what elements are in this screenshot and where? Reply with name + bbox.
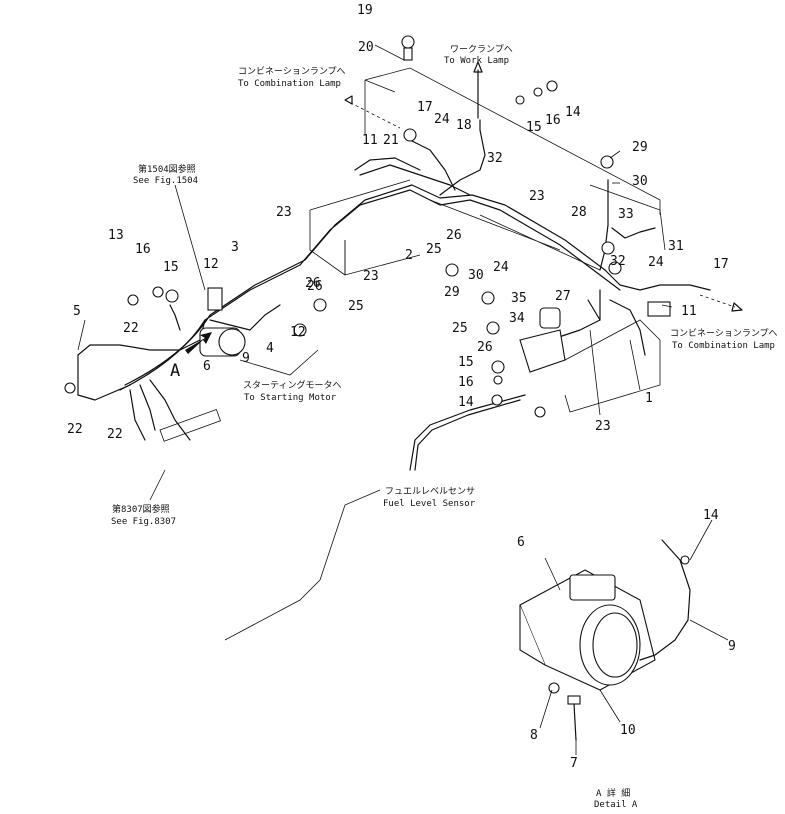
- callout: 26: [446, 228, 462, 243]
- callout: 26: [477, 340, 493, 355]
- fuel-sensor-leader: [224, 489, 381, 641]
- callout: 25: [452, 321, 468, 336]
- callout: 21: [383, 133, 399, 148]
- callout: 27: [555, 289, 571, 304]
- fig1504-leader: [174, 184, 206, 291]
- callout: 6: [203, 359, 211, 374]
- callout: 5: [73, 304, 81, 319]
- combo-lamp-right-en: To Combination Lamp: [672, 341, 775, 351]
- callout: 23: [529, 189, 545, 204]
- callout: 9: [242, 351, 250, 366]
- fuel-sensor-jp: フュエルレベルセンサ: [385, 486, 475, 497]
- fig8307-jp: 第8307図参照: [112, 503, 170, 515]
- callout: 14: [458, 395, 474, 410]
- callout: 22: [67, 422, 83, 437]
- callout: 14: [703, 508, 719, 523]
- callout: 25: [426, 242, 442, 257]
- callout: 12: [290, 325, 306, 340]
- callout: 16: [135, 242, 151, 257]
- callout: 6: [517, 535, 525, 550]
- detail-a-en: Detail A: [594, 800, 638, 810]
- combo-lamp-right-jp: コンビネーションランプへ: [670, 328, 778, 339]
- callout: 30: [632, 174, 648, 189]
- detail-a-arrow: [185, 332, 212, 354]
- fig8307-en: See Fig.8307: [111, 517, 176, 527]
- callout: 23: [363, 269, 379, 284]
- callout: 17: [417, 100, 433, 115]
- callout: 20: [358, 40, 374, 55]
- callout: 19: [357, 3, 373, 18]
- callout: 9: [728, 639, 736, 654]
- work-lamp-jp: ワークランプへ: [450, 44, 513, 55]
- callout: 1: [645, 391, 653, 406]
- callout: 12: [203, 257, 219, 272]
- leader-lines: [77, 44, 729, 755]
- callout: 17: [713, 257, 729, 272]
- callout: 29: [632, 140, 648, 155]
- fuel-sensor-lead: [409, 394, 526, 471]
- callout: 16: [458, 375, 474, 390]
- detail-a-drawing: [519, 539, 691, 741]
- starting-motor-bracket: [239, 349, 319, 376]
- detail-a-jp: A 詳 細: [596, 787, 630, 799]
- fig1504-jp: 第1504図参照: [138, 163, 196, 175]
- callout: 35: [511, 291, 527, 306]
- callout: 4: [266, 341, 274, 356]
- starting-motor-en: To Starting Motor: [244, 393, 337, 403]
- callout: 28: [571, 205, 587, 220]
- fig8307-leader: [149, 469, 166, 501]
- callout: 15: [526, 120, 542, 135]
- connectors: [64, 35, 671, 418]
- callout: 31: [668, 239, 684, 254]
- text-labels: コンビネーションランプへ To Combination Lamp ワークランプへ…: [111, 44, 778, 810]
- combo-lamp-right-arrow: [699, 294, 736, 308]
- callout: 29: [444, 285, 460, 300]
- callout: 3: [231, 240, 239, 255]
- callout: 33: [618, 207, 634, 222]
- callout: 2: [405, 248, 413, 263]
- callout: 11: [681, 304, 697, 319]
- callout: 32: [610, 254, 626, 269]
- fig1504-en: See Fig.1504: [133, 176, 198, 186]
- callout: 30: [468, 268, 484, 283]
- callout-numbers: 19 20 17 24 18 15 16 14 11 21 32 29 30 2…: [67, 3, 736, 771]
- callout: 26: [307, 279, 323, 294]
- callout: 15: [458, 355, 474, 370]
- callout: 22: [123, 321, 139, 336]
- callout: 24: [493, 260, 509, 275]
- callout: 23: [276, 205, 292, 220]
- callout: 24: [648, 255, 664, 270]
- callout: 8: [530, 728, 538, 743]
- callout: 26: [305, 276, 321, 291]
- combo-lamp-left-jp: コンビネーションランプへ: [238, 66, 346, 77]
- callout: 14: [565, 105, 581, 120]
- work-lamp-en: To Work Lamp: [444, 56, 509, 66]
- main-harness: [77, 119, 711, 441]
- callout: 25: [348, 299, 364, 314]
- callout: 16: [545, 113, 561, 128]
- detail-arrow-letter: A: [170, 361, 180, 381]
- callout: 10: [620, 723, 636, 738]
- callout: 23: [595, 419, 611, 434]
- fuel-sensor-en: Fuel Level Sensor: [383, 499, 476, 509]
- callout: 22: [107, 427, 123, 442]
- combo-lamp-left-arrow: [344, 99, 401, 129]
- starting-motor-jp: スターティングモータへ: [243, 379, 341, 391]
- callout: 15: [163, 260, 179, 275]
- frame-outlines: [309, 67, 666, 413]
- callout: 18: [456, 118, 472, 133]
- callout: 11: [362, 133, 378, 148]
- callout: 24: [434, 112, 450, 127]
- combo-lamp-left-en: To Combination Lamp: [238, 79, 341, 89]
- callout: 7: [570, 756, 578, 771]
- callout: 32: [487, 151, 503, 166]
- callout: 34: [509, 311, 525, 326]
- callout: 13: [108, 228, 124, 243]
